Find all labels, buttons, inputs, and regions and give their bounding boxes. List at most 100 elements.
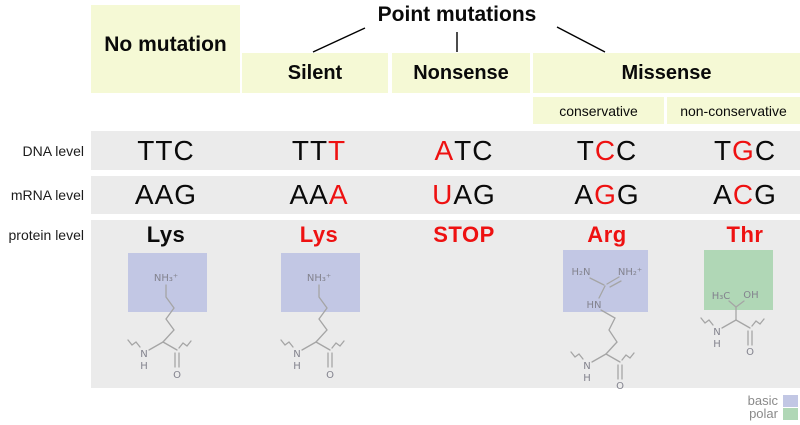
peptide-squiggle xyxy=(127,339,141,348)
methyl-label: H₃C xyxy=(712,291,731,302)
carbonyl-double-bond xyxy=(174,352,180,368)
n-label: N xyxy=(140,349,147,360)
carbonyl-double-bond xyxy=(747,330,753,346)
peptide-squiggle xyxy=(751,318,765,327)
codon-pre: TT xyxy=(291,134,329,166)
h-label: H xyxy=(583,373,591,384)
imine-label: HN xyxy=(587,300,602,311)
amine-label: NH₂⁺ xyxy=(618,267,642,278)
protein-no-mutation: Lys xyxy=(146,221,186,247)
subcategory-non-conservative: non-conservative xyxy=(667,97,800,124)
branch-line-missense xyxy=(556,26,606,53)
row-label-protein: protein level xyxy=(8,226,85,243)
codon-pre: A xyxy=(713,179,733,210)
peptide-squiggle xyxy=(178,340,192,349)
carbonyl-double-bond xyxy=(327,352,333,368)
branch-line-silent xyxy=(312,27,366,53)
legend-basic-swatch xyxy=(783,394,798,407)
h-label: H xyxy=(713,339,721,350)
polar-highlight xyxy=(704,250,773,310)
basic-highlight xyxy=(563,250,648,312)
branch-lines xyxy=(312,26,606,53)
hydroxyl-label: OH xyxy=(743,290,758,301)
codon-pre: AA xyxy=(289,179,329,210)
arginine-structure: H₂N NH₂⁺ HN N H O xyxy=(563,250,648,390)
legend-polar: polar xyxy=(749,407,798,420)
peptide-squiggle xyxy=(331,340,345,349)
o-label: O xyxy=(746,347,754,358)
row-label-mrna: mRNA level xyxy=(10,187,84,203)
peptide-squiggle xyxy=(700,317,714,326)
dna-codon-no-mutation: TTC xyxy=(137,131,194,170)
carbonyl-double-bond xyxy=(617,364,623,380)
peptide-squiggle xyxy=(280,339,294,348)
h-label: H xyxy=(140,361,148,372)
lysine-structure-2: NH₃⁺ N H O xyxy=(280,253,360,381)
codon-pre: AAG xyxy=(134,179,198,210)
o-label: O xyxy=(326,370,334,381)
diagram-title: Point mutations xyxy=(377,3,537,26)
protein-missense-non-conservative: Thr xyxy=(726,221,764,247)
bond xyxy=(315,341,331,351)
category-silent: Silent xyxy=(242,53,388,93)
side-chain-bonds xyxy=(600,309,618,355)
subcategory-conservative: conservative xyxy=(533,97,664,124)
threonine-structure: H₃C OH N H O xyxy=(700,250,773,358)
legend-basic-label: basic xyxy=(747,393,778,408)
codon-post: C xyxy=(616,134,638,166)
basic-highlight xyxy=(281,253,360,312)
codon-mut: A xyxy=(328,179,349,210)
side-chain-bonds xyxy=(315,284,328,343)
basic-highlight xyxy=(128,253,207,312)
codon-mut: T xyxy=(328,134,347,166)
codon-mut: U xyxy=(432,179,454,210)
bond xyxy=(589,277,605,286)
codon-post: TC xyxy=(454,134,494,166)
protein-nonsense-stop: STOP xyxy=(433,221,495,247)
protein-missense-conservative: Arg xyxy=(587,221,627,247)
peptide-squiggle xyxy=(570,351,584,360)
codon-post: G xyxy=(616,179,640,210)
lysine-structure-1: NH₃⁺ N H O xyxy=(127,253,207,381)
codon-pre: T xyxy=(576,134,595,166)
amine-label: NH₃⁺ xyxy=(154,273,178,284)
mrna-level-row xyxy=(91,176,800,214)
bond xyxy=(598,285,606,299)
amine-label: H₂N xyxy=(571,267,590,278)
peptide-squiggle xyxy=(621,352,635,361)
legend-basic: basic xyxy=(748,394,798,407)
codon-post: AG xyxy=(453,179,496,210)
codon-pre: T xyxy=(713,134,733,166)
codon-post: C xyxy=(754,134,777,166)
codon-post: G xyxy=(754,179,777,210)
n-label: N xyxy=(583,361,590,372)
bond xyxy=(735,319,751,329)
o-label: O xyxy=(173,370,181,381)
codon-mut: C xyxy=(594,134,617,166)
legend-polar-label: polar xyxy=(749,406,778,421)
codon-mut: A xyxy=(434,134,455,166)
bond xyxy=(591,353,607,363)
n-label: N xyxy=(293,349,300,360)
codon-mut: G xyxy=(732,134,755,166)
dna-level-row xyxy=(91,131,800,170)
codon-pre: A xyxy=(574,179,595,210)
category-missense: Missense xyxy=(533,53,800,93)
mrna-codon-no-mutation: AAG xyxy=(135,176,197,214)
amine-label: NH₃⁺ xyxy=(307,273,331,284)
row-label-dna: DNA level xyxy=(22,142,84,159)
n-label: N xyxy=(713,327,720,338)
guanidinium-double-bond xyxy=(606,276,622,288)
bond xyxy=(721,319,737,329)
protein-level-row xyxy=(91,220,800,388)
category-nonsense: Nonsense xyxy=(392,53,530,93)
bond xyxy=(301,341,317,351)
protein-silent: Lys xyxy=(299,221,339,247)
